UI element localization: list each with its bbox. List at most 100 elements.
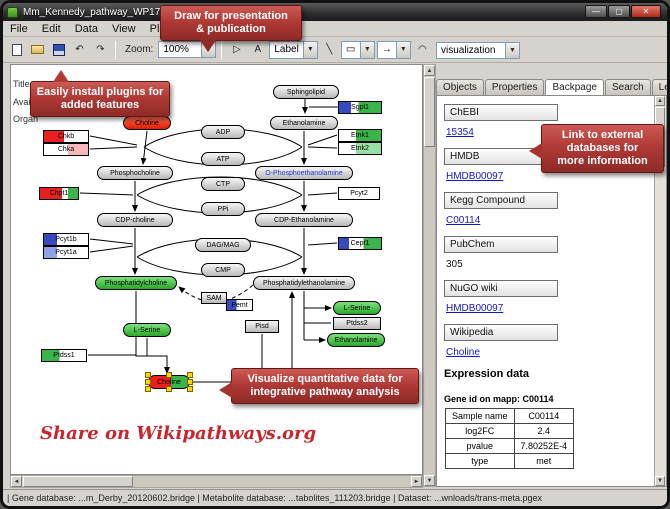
pathway-node-adp[interactable]: ADP: [201, 125, 245, 139]
selection-handle[interactable]: [145, 386, 151, 392]
pathway-node-phosphocholine[interactable]: Phosphocholine: [97, 166, 173, 180]
pathway-node-pcyt1a[interactable]: Pcyt1a: [43, 246, 89, 259]
pathway-node-cmp[interactable]: CMP: [201, 263, 245, 277]
kegg-link[interactable]: C00114: [446, 215, 481, 226]
menu-file[interactable]: File: [10, 22, 28, 35]
scroll-up-icon[interactable]: ▲: [655, 96, 665, 106]
pathway-node-choline[interactable]: Choline: [123, 116, 171, 130]
tab-backpage[interactable]: Backpage: [545, 79, 604, 96]
visualization-combobox[interactable]: visualization ▼: [436, 42, 520, 59]
canvas-vertical-scrollbar[interactable]: ▲ ▼: [423, 64, 436, 487]
chevron-down-icon[interactable]: ▼: [359, 41, 374, 58]
scroll-up-icon[interactable]: ▲: [424, 65, 435, 76]
selection-handle[interactable]: [187, 379, 193, 385]
pathway-node-chkb[interactable]: Chkb: [43, 130, 89, 143]
new-file-button[interactable]: [7, 40, 26, 59]
selection-handle[interactable]: [187, 372, 193, 378]
open-file-button[interactable]: [28, 40, 47, 59]
datanode-dropdown[interactable]: Label ▼: [269, 40, 318, 59]
tab-search[interactable]: Search: [604, 79, 651, 95]
pathway-node-pemt[interactable]: Pemt: [226, 299, 253, 311]
pathway-node-o-phosphoethanolamine[interactable]: O-Phosphoethanolamine: [255, 166, 353, 180]
pathway-node-chpt1[interactable]: Chpt1: [39, 187, 79, 200]
table-row: Sample name C00114: [445, 408, 575, 424]
pathway-node-ptdss2[interactable]: Ptdss2: [333, 317, 381, 330]
menu-data[interactable]: Data: [74, 22, 98, 35]
pathway-edge[interactable]: [307, 192, 338, 196]
pathway-edge[interactable]: [307, 242, 338, 246]
chevron-down-icon[interactable]: ▼: [505, 43, 519, 58]
pathway-node-dag-mag[interactable]: DAG/MAG: [195, 238, 251, 252]
wikipedia-link[interactable]: Choline: [446, 347, 480, 358]
pathway-node-phosphatidylcholine[interactable]: Phosphatidylcholine: [95, 276, 177, 290]
horizontal-scroll-thumb[interactable]: [23, 476, 133, 487]
pathway-edge[interactable]: [89, 146, 138, 150]
pathway-node-ethanolamine[interactable]: Ethanolamine: [327, 333, 385, 347]
connector-dropdown[interactable]: → ▼: [376, 40, 411, 59]
menu-view[interactable]: View: [111, 22, 136, 35]
pathway-node-pcyt2[interactable]: Pcyt2: [338, 187, 380, 200]
selection-handle[interactable]: [187, 386, 193, 392]
tab-properties[interactable]: Properties: [484, 79, 545, 95]
pathway-edge[interactable]: [307, 134, 338, 146]
chebi-link[interactable]: 15354: [446, 127, 474, 138]
select-tool-button[interactable]: ▷: [227, 40, 247, 59]
pathway-node-phosphatidylethanolamine[interactable]: Phosphatidylethanolamine: [253, 276, 355, 290]
redo-button[interactable]: ↷: [91, 40, 110, 59]
pathway-node-atp[interactable]: ATP: [201, 152, 245, 166]
close-button[interactable]: ✕: [631, 5, 661, 18]
pathway-node-sgpl1[interactable]: Sgpl1: [338, 101, 382, 114]
tab-legend[interactable]: Legend: [651, 79, 667, 95]
canvas-horizontal-scrollbar[interactable]: ◄ ►: [10, 475, 423, 488]
pathway-node-pcyt1b[interactable]: Pcyt1b: [43, 233, 89, 246]
pathway-edge[interactable]: [89, 245, 134, 253]
pathway-node-chka[interactable]: Chka: [43, 143, 89, 156]
pathway-node-sphingolipid[interactable]: Sphingolipid: [273, 85, 339, 99]
pathway-node-cdp-choline[interactable]: CDP-choline: [97, 213, 173, 227]
selection-handle[interactable]: [166, 372, 172, 378]
pathway-node-l-serine[interactable]: L-Serine: [123, 323, 171, 337]
pathway-edge[interactable]: [307, 146, 338, 149]
pathway-edge[interactable]: [89, 135, 138, 146]
selection-handle[interactable]: [145, 372, 151, 378]
pathway-node-sam[interactable]: SAM: [201, 292, 227, 304]
pathway-node-ppi[interactable]: PPi: [201, 202, 245, 216]
text-label-tool-button[interactable]: A: [248, 40, 268, 59]
pathway-edge[interactable]: [89, 238, 134, 245]
minimize-button[interactable]: —: [585, 5, 607, 18]
line-tool-button[interactable]: ╲: [319, 40, 339, 59]
pathway-node-cdp-ethanolamine[interactable]: CDP-Ethanolamine: [255, 213, 353, 227]
maximize-button[interactable]: ▢: [608, 5, 630, 18]
selection-handle[interactable]: [145, 379, 151, 385]
pathway-node-ethanolamine[interactable]: Ethanolamine: [270, 116, 338, 130]
pathway-node-pisd[interactable]: Pisd: [245, 320, 279, 333]
chevron-down-icon[interactable]: ▼: [302, 41, 317, 58]
menu-edit[interactable]: Edit: [41, 22, 61, 35]
hmdb-link[interactable]: HMDB00097: [446, 171, 504, 182]
pathway-node-l-serine[interactable]: L-Serine: [333, 301, 381, 315]
nugo-link[interactable]: HMDB00097: [446, 303, 504, 314]
pathway-node-etnk1[interactable]: Etnk1: [338, 129, 382, 142]
menu-bar: File Edit Data View Plugins Help: [3, 21, 667, 37]
scroll-down-icon[interactable]: ▼: [655, 476, 665, 486]
save-file-button[interactable]: [49, 40, 68, 59]
undo-button[interactable]: ↶: [70, 40, 89, 59]
shape-dropdown[interactable]: ▭ ▼: [340, 40, 375, 59]
scroll-left-icon[interactable]: ◄: [11, 476, 22, 487]
chevron-down-icon[interactable]: ▼: [395, 41, 410, 58]
pathway-edge[interactable]: [79, 192, 134, 196]
arc-tool-button[interactable]: ◠: [412, 40, 432, 59]
selection-handle[interactable]: [166, 386, 172, 392]
pathway-node-cept1[interactable]: Cept1: [338, 237, 382, 250]
scroll-down-icon[interactable]: ▼: [424, 475, 435, 486]
scroll-right-icon[interactable]: ►: [411, 476, 422, 487]
pathway-node-ctp[interactable]: CTP: [201, 177, 245, 191]
tab-objects[interactable]: Objects: [436, 79, 484, 95]
pathway-node-ptdss1[interactable]: Ptdss1: [41, 349, 87, 362]
vertical-scroll-thumb[interactable]: [424, 77, 435, 147]
toolbar-separator: [115, 40, 116, 59]
save-disk-icon: [52, 43, 65, 56]
pathway-node-etnk2[interactable]: Etnk2: [338, 142, 382, 155]
gene-id-line: Gene id on mapp: C00114: [444, 394, 554, 404]
